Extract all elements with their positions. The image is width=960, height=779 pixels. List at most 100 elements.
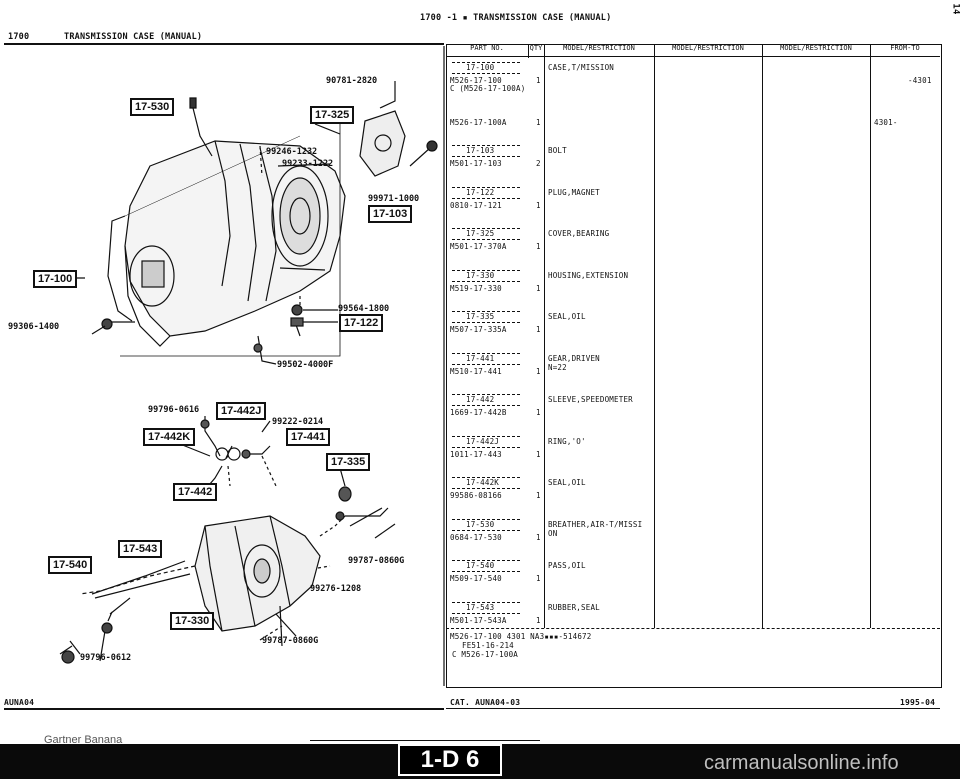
part-number: M501-17-103: [450, 159, 502, 168]
part-number: 1669-17-442B: [450, 408, 507, 417]
ref-17-530[interactable]: 17-530: [130, 98, 175, 116]
group-box: [452, 518, 520, 531]
part-number: M526-17-100A: [450, 117, 507, 127]
col-header-from-to: FROM-TO: [890, 44, 920, 52]
col-header-model-2: MODEL/RESTRICTION: [672, 44, 744, 52]
ref-17-540[interactable]: 17-540: [48, 556, 93, 574]
col-header-qty: QTY: [529, 44, 543, 52]
qty: 1: [536, 491, 541, 500]
page-number: 1-D 6: [420, 746, 480, 773]
group-box: [452, 186, 520, 199]
part-name: PASS,OIL: [548, 561, 586, 570]
qty: 1: [536, 200, 541, 210]
ref-17-442[interactable]: 17-442: [173, 483, 218, 501]
part-name: SEAL,OIL: [548, 478, 586, 487]
corner-mark: 14: [950, 3, 960, 15]
ref-17-122[interactable]: 17-122: [339, 314, 384, 332]
part-name: SEAL,OIL: [548, 312, 586, 321]
qty: 1: [536, 242, 541, 251]
footnote-line-3: C M526-17-100A: [452, 650, 519, 659]
part-note: ON: [548, 528, 558, 538]
qty: 1: [536, 76, 541, 85]
part-name: PLUG,MAGNET: [548, 187, 600, 197]
from-to: -4301: [908, 76, 932, 85]
part-name: BREATHER,AIR-T/MISSI: [548, 519, 643, 529]
group-box: [452, 352, 520, 365]
group-box: [452, 145, 520, 157]
group-code: 17-100: [466, 63, 495, 72]
footer-left-code: AUNA04: [4, 698, 35, 707]
parts-table: [446, 44, 942, 688]
ref-17-442J[interactable]: 17-442J: [216, 402, 267, 420]
group-code: 17-335: [466, 312, 495, 321]
footnote-line-2: FE51-16-214: [462, 641, 514, 650]
group-code: 17-441: [466, 353, 495, 363]
col-header-part-no: PART NO.: [470, 44, 504, 52]
qty: 1: [536, 615, 541, 625]
page-number-box: [398, 744, 502, 776]
part-name: BOLT: [548, 146, 567, 155]
footer-center-code: CAT. AUNA04-03: [450, 698, 521, 707]
group-code: 17-103: [466, 146, 495, 155]
ref-17-100[interactable]: 17-100: [33, 270, 78, 288]
transmission-drawing: [59, 46, 445, 686]
site-watermark: carmanualsonline.info: [704, 752, 899, 774]
group-code: 17-330: [466, 270, 495, 280]
footnote-rule: [446, 628, 940, 629]
ref-17-103[interactable]: 17-103: [368, 205, 413, 223]
part-name: RING,'O': [548, 436, 586, 446]
part-number: M507-17-335A: [450, 325, 507, 334]
qty: 1: [536, 408, 541, 417]
group-code: 17-442: [466, 395, 495, 404]
part-name: HOUSING,EXTENSION: [548, 270, 629, 280]
qty: 2: [536, 159, 541, 168]
group-code: 17-325: [466, 229, 495, 238]
qty: 1: [536, 283, 541, 293]
watermark: Gartner Banana: [44, 734, 123, 746]
label-99246-1232: 99246-1232: [266, 147, 318, 157]
left-title-rule: [4, 43, 444, 45]
ref-17-335[interactable]: 17-335: [326, 453, 371, 471]
group-code: 17-122: [466, 187, 495, 197]
group-code: 17-530: [466, 519, 495, 529]
part-name: GEAR,DRIVEN: [548, 353, 600, 363]
ref-17-325[interactable]: 17-325: [310, 106, 355, 124]
label-99787-0860G-b: 99787-0860G: [262, 636, 319, 646]
col-header-model-3: MODEL/RESTRICTION: [780, 44, 852, 52]
part-number: 99586-08166: [450, 491, 502, 500]
part-number: M501-17-370A: [450, 242, 507, 251]
qty: 1: [536, 117, 541, 127]
group-box: [452, 435, 520, 448]
part-number: 0810-17-121: [450, 200, 502, 210]
group-code: 17-442J: [466, 436, 500, 446]
qty: 1: [536, 325, 541, 334]
group-code: 17-540: [466, 561, 495, 570]
footer-thin-rule: [310, 740, 540, 741]
label-99222-0214: 99222-0214: [272, 417, 324, 427]
col-divider: [528, 44, 529, 58]
left-title-text: TRANSMISSION CASE (MANUAL): [64, 32, 203, 42]
part-number: 1011-17-443: [450, 449, 502, 459]
label-99276-1208: 99276-1208: [310, 584, 362, 594]
ref-17-441[interactable]: 17-441: [286, 428, 331, 446]
label-99796-0612: 99796-0612: [80, 653, 132, 663]
ref-17-330[interactable]: 17-330: [170, 612, 215, 630]
label-99233-1222: 99233-1222: [282, 159, 334, 169]
group-box: [452, 601, 520, 614]
right-title: 1700 -1 ▪ TRANSMISSION CASE (MANUAL): [420, 13, 612, 23]
from-to: 4301-: [874, 117, 898, 127]
col-divider: [654, 44, 655, 628]
ref-17-442K[interactable]: 17-442K: [143, 428, 196, 446]
col-divider: [762, 44, 763, 628]
ref-17-543[interactable]: 17-543: [118, 540, 163, 558]
qty: 1: [536, 532, 541, 542]
footnote-line-1: M526-17-100 4301 NA3▪▪▪-514672: [450, 632, 592, 641]
group-box: [452, 269, 520, 282]
part-note: C (M526-17-100A): [450, 84, 526, 93]
group-code: 17-543: [466, 602, 495, 612]
label-99502-4000F: 99502-4000F: [277, 360, 334, 370]
footer-date: 1995-04: [900, 698, 936, 707]
part-name: COVER,BEARING: [548, 229, 610, 238]
group-box: [452, 477, 520, 489]
label-99306-1400: 99306-1400: [8, 322, 60, 332]
